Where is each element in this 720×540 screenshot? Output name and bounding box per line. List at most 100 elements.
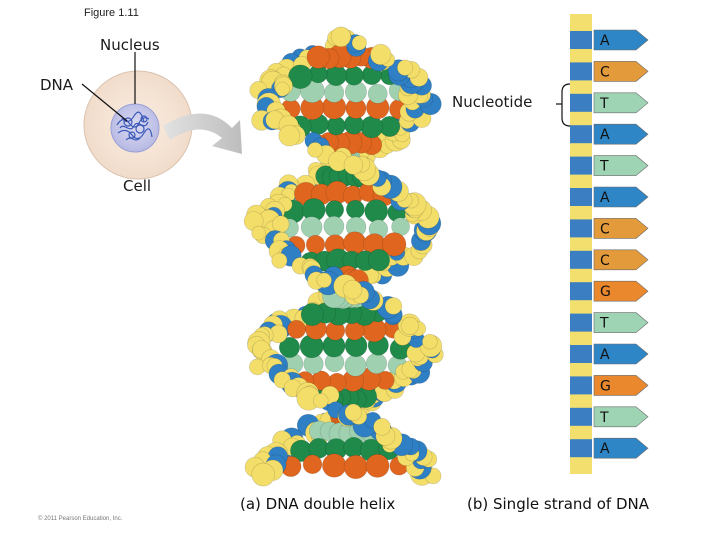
base-letter: T bbox=[599, 159, 609, 175]
atom-sphere bbox=[287, 319, 306, 339]
nucleotide-base: C bbox=[570, 61, 649, 82]
base-letter: C bbox=[600, 221, 610, 237]
phosphate-block bbox=[570, 93, 592, 112]
atom-sphere bbox=[316, 272, 332, 288]
nucleus-label: Nucleus bbox=[100, 36, 160, 54]
base-letter: A bbox=[600, 127, 610, 143]
atom-sphere bbox=[302, 454, 323, 474]
copyright-notice: © 2011 Pearson Education, Inc. bbox=[38, 516, 123, 522]
nucleotide-base: A bbox=[570, 29, 649, 51]
atom-sphere bbox=[288, 64, 313, 90]
atom-sphere bbox=[370, 43, 392, 66]
base-shape bbox=[593, 343, 649, 365]
phosphate-block bbox=[570, 345, 592, 363]
nucleotide-base: T bbox=[570, 312, 649, 333]
base-shape bbox=[593, 218, 649, 239]
atom-sphere bbox=[342, 279, 363, 300]
base-letter: G bbox=[600, 284, 611, 300]
atom-sphere bbox=[382, 232, 407, 257]
atom-sphere bbox=[365, 453, 390, 478]
base-letter: A bbox=[600, 33, 610, 49]
base-letter: T bbox=[599, 410, 609, 426]
phosphate-block bbox=[570, 313, 592, 332]
helix-atoms bbox=[243, 26, 444, 487]
nucleotide-base: A bbox=[570, 123, 649, 145]
base-shape bbox=[593, 375, 649, 396]
caption-single-strand: (b) Single strand of DNA bbox=[467, 495, 649, 513]
phosphate-block bbox=[570, 156, 592, 175]
nucleotide-base: T bbox=[570, 155, 649, 176]
base-shape bbox=[593, 437, 649, 459]
atom-sphere bbox=[384, 297, 403, 315]
base-shape bbox=[593, 155, 649, 176]
atom-sphere bbox=[300, 302, 324, 326]
atom-sphere bbox=[251, 225, 267, 241]
phosphate-block bbox=[570, 219, 592, 238]
zoom-arrow bbox=[163, 113, 242, 154]
nucleotide-base: C bbox=[570, 218, 649, 239]
base-shape bbox=[593, 29, 649, 51]
phosphate-block bbox=[570, 62, 592, 81]
nucleotide-bracket bbox=[556, 83, 571, 127]
phosphate-block bbox=[570, 188, 592, 206]
nucleotide-base: A bbox=[570, 186, 649, 208]
base-letter: G bbox=[600, 378, 611, 394]
nucleotide-base: A bbox=[570, 437, 649, 459]
phosphate-block bbox=[570, 31, 592, 49]
figure-label: Figure 1.11 bbox=[84, 7, 139, 19]
phosphate-block bbox=[570, 282, 592, 301]
sugar-phosphate-backbone bbox=[570, 14, 592, 474]
atom-sphere bbox=[278, 124, 301, 147]
nucleotide-base: A bbox=[570, 343, 649, 365]
atom-sphere bbox=[397, 59, 414, 76]
atom-sphere bbox=[343, 155, 364, 175]
base-shape bbox=[593, 123, 649, 145]
base-letter: A bbox=[600, 190, 610, 206]
base-shape bbox=[593, 312, 649, 333]
base-letter: T bbox=[599, 96, 609, 112]
base-shape bbox=[593, 186, 649, 208]
phosphate-block bbox=[570, 125, 592, 144]
base-shape bbox=[593, 61, 649, 82]
phosphate-block bbox=[570, 376, 592, 395]
atom-sphere bbox=[367, 249, 391, 272]
atom-sphere bbox=[251, 462, 276, 487]
atom-sphere bbox=[421, 333, 438, 350]
nucleotide-base: G bbox=[570, 375, 649, 396]
nucleotide-label: Nucleotide bbox=[452, 93, 533, 111]
base-letter: T bbox=[599, 316, 609, 332]
base-shape bbox=[593, 406, 649, 428]
atom-sphere bbox=[278, 336, 300, 358]
atom-sphere bbox=[373, 418, 391, 436]
chromatin-dna bbox=[116, 111, 153, 141]
atom-sphere bbox=[400, 316, 419, 336]
atom-sphere bbox=[344, 403, 362, 422]
phosphate-block bbox=[570, 439, 592, 458]
base-shape bbox=[593, 280, 649, 302]
atom-sphere bbox=[367, 83, 388, 104]
phosphate-block bbox=[570, 407, 592, 426]
dna-pointer-line bbox=[81, 83, 128, 122]
dna-label: DNA bbox=[40, 76, 74, 94]
nucleotide-base: G bbox=[570, 280, 649, 302]
base-letter: C bbox=[600, 253, 610, 269]
atom-sphere bbox=[330, 26, 352, 47]
caption-double-helix: (a) DNA double helix bbox=[240, 495, 396, 513]
atom-sphere bbox=[274, 81, 290, 97]
atom-sphere bbox=[351, 35, 367, 51]
atom-sphere bbox=[313, 393, 329, 409]
nucleotide-base: T bbox=[570, 406, 649, 428]
nucleotide-base: C bbox=[570, 249, 649, 271]
base-shape bbox=[593, 92, 649, 114]
atom-sphere bbox=[306, 45, 330, 69]
base-letter: A bbox=[600, 347, 610, 363]
cell-label: Cell bbox=[123, 177, 152, 195]
phosphate-block bbox=[570, 250, 592, 269]
atom-sphere bbox=[271, 252, 288, 269]
atom-sphere bbox=[307, 142, 323, 158]
nucleotide-base: T bbox=[570, 92, 649, 114]
base-letter: C bbox=[600, 64, 610, 80]
